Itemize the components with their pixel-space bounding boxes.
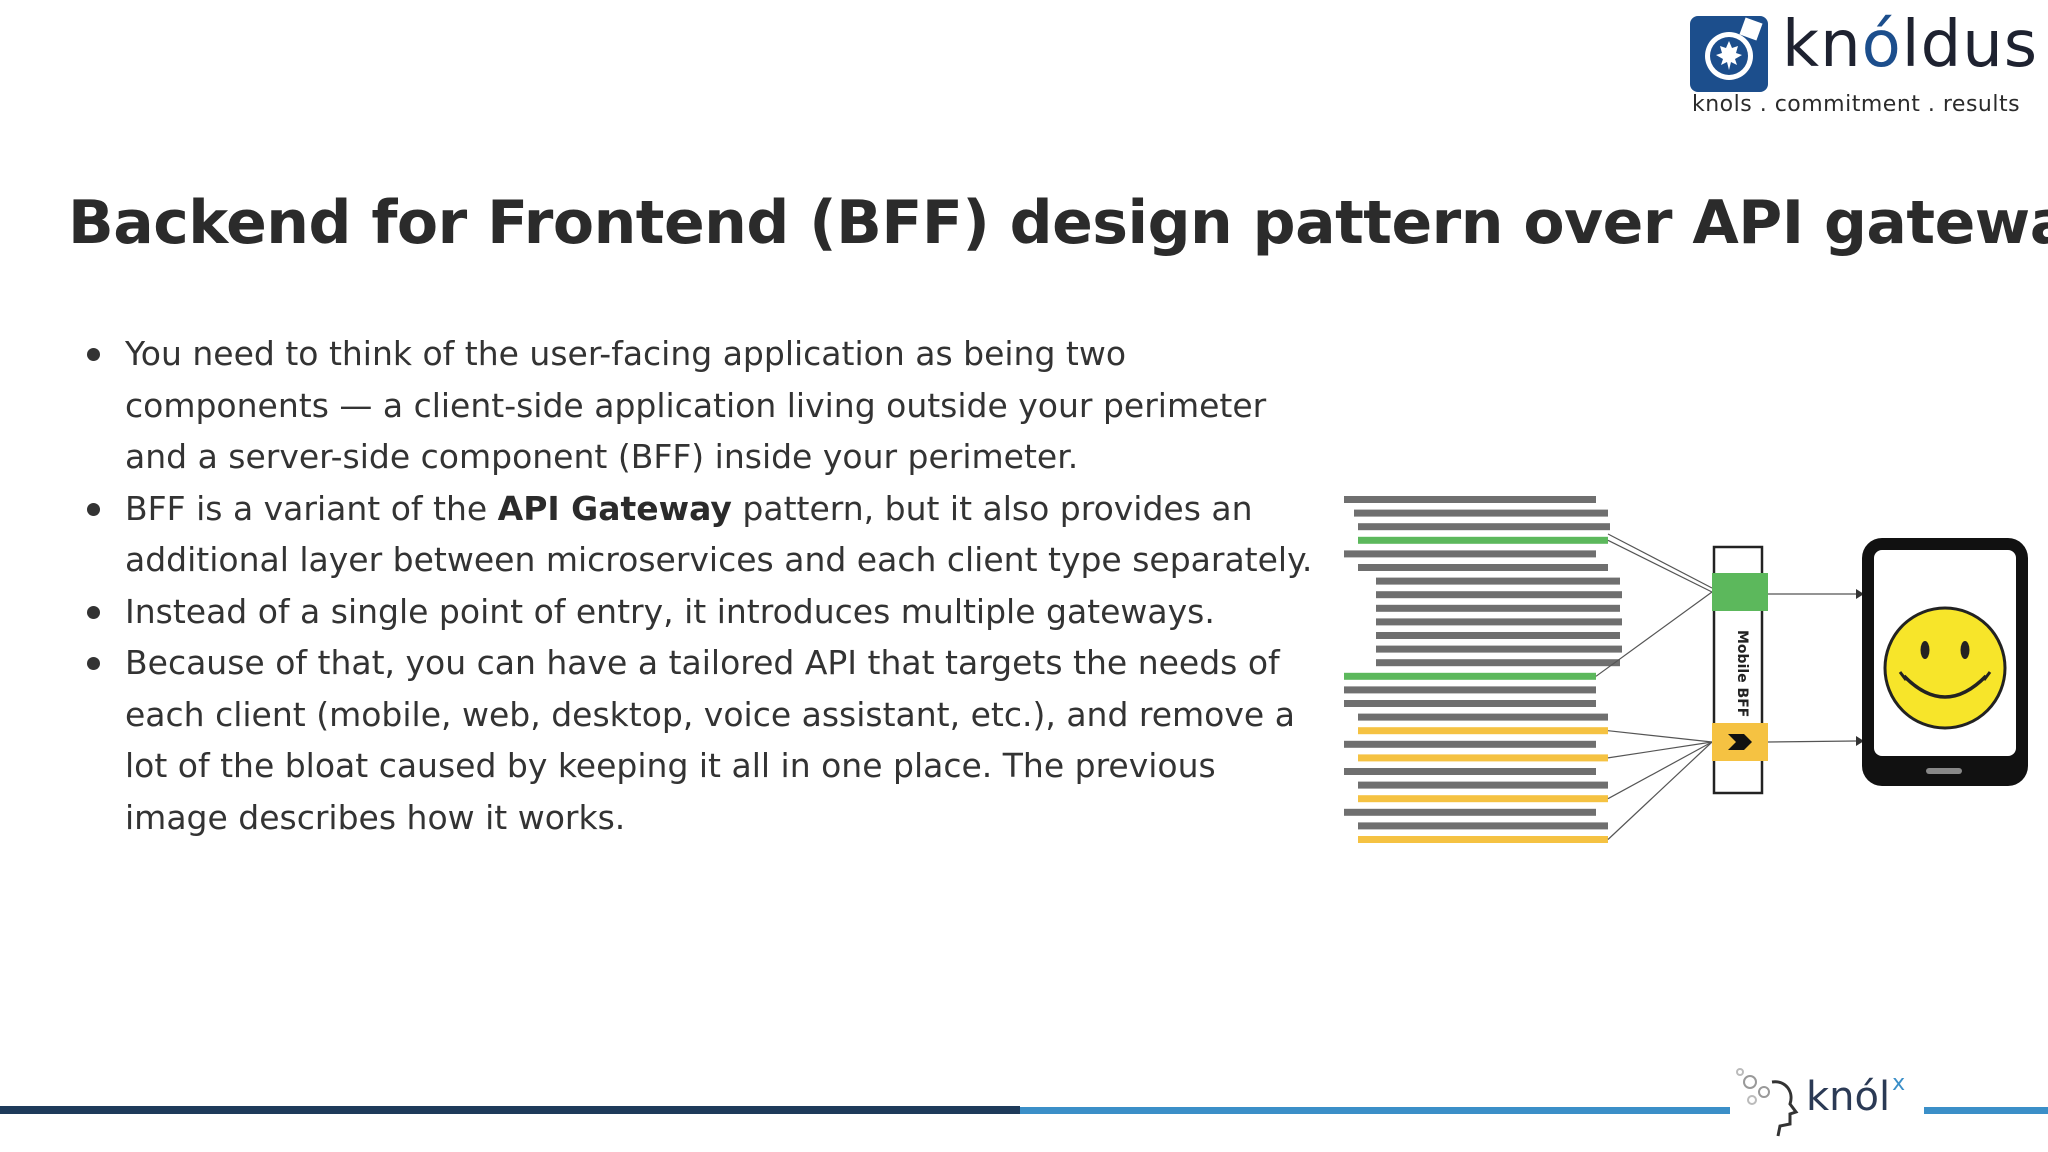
service-bar-green <box>1344 672 1596 680</box>
bff-diagram: Mobile BFF <box>1336 470 2036 910</box>
bullet-item: You need to think of the user-facing app… <box>84 328 1324 483</box>
knolx-wordmark: knólx <box>1806 1070 1906 1120</box>
service-bar <box>1376 632 1620 639</box>
bold-term: API Gateway <box>497 488 732 528</box>
bullet-item: BFF is a variant of the API Gateway patt… <box>84 483 1324 586</box>
footer-bar-dark <box>0 1106 1020 1114</box>
footer-bar-light <box>1020 1107 2048 1114</box>
smiley-icon <box>1883 606 2007 730</box>
service-bar <box>1344 550 1596 558</box>
service-bar-yellow <box>1358 795 1608 803</box>
connector-line <box>1607 741 1713 800</box>
connector-lines <box>1595 533 1713 840</box>
service-bar <box>1344 808 1596 816</box>
service-bar <box>1344 496 1596 503</box>
connector-line <box>1607 741 1713 840</box>
logo-wordmark: knóldus <box>1782 8 2039 82</box>
connector-line <box>1595 591 1713 677</box>
service-bar <box>1358 564 1608 571</box>
bff-label: Mobile BFF <box>1734 630 1750 717</box>
bullet-item: Instead of a single point of entry, it i… <box>84 586 1324 638</box>
service-bar <box>1358 822 1608 830</box>
service-bar-yellow <box>1358 754 1608 762</box>
connector-line <box>1607 741 1713 759</box>
maple-leaf-icon <box>1690 16 1768 92</box>
logo-tagline: knols . commitment . results <box>1692 92 2021 117</box>
service-bar <box>1376 645 1622 653</box>
microservice-bars <box>1344 496 1622 843</box>
service-bar-green <box>1358 536 1608 544</box>
service-bar <box>1358 523 1610 531</box>
service-bar <box>1358 713 1608 721</box>
service-bar <box>1344 740 1596 748</box>
head-gears-icon <box>1736 1068 1799 1137</box>
service-bar <box>1358 781 1608 789</box>
slide-title: Backend for Frontend (BFF) design patter… <box>68 188 2048 258</box>
bff-green-port <box>1712 573 1768 611</box>
knolx-logo: knólx <box>1730 1056 1924 1152</box>
service-bar-yellow <box>1358 836 1608 843</box>
service-bar <box>1376 577 1620 585</box>
service-bar <box>1344 768 1596 775</box>
connector-line <box>1607 539 1713 593</box>
service-bar <box>1376 659 1620 667</box>
knoldus-logo: knóldus knols . commitment . results <box>1690 8 2037 124</box>
service-bar <box>1376 591 1622 599</box>
service-bar <box>1376 618 1622 626</box>
bullet-list: You need to think of the user-facing app… <box>84 328 1324 843</box>
bullet-item: Because of that, you can have a tailored… <box>84 637 1324 843</box>
connector-line <box>1607 533 1713 589</box>
service-bar-yellow <box>1358 727 1608 735</box>
chevron-right-icon <box>1728 734 1752 750</box>
service-bar <box>1344 686 1596 694</box>
service-bar <box>1376 604 1620 612</box>
service-bar <box>1354 509 1608 517</box>
service-bar <box>1344 700 1596 707</box>
connector-line <box>1607 730 1713 743</box>
